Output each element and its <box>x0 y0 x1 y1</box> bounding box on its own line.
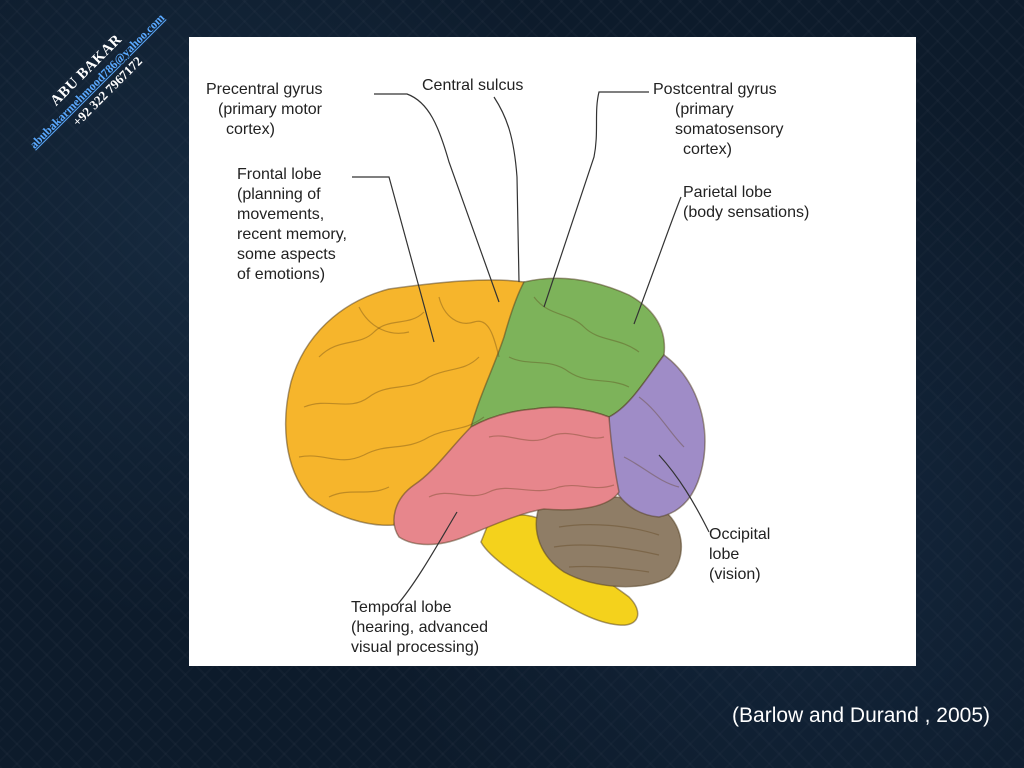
label-parietal-line-1: Parietal lobe <box>683 183 809 203</box>
label-occipital-line-1: Occipital <box>709 525 770 545</box>
leader-precentral <box>374 94 499 302</box>
label-central-sulcus-line-1: Central sulcus <box>422 76 523 96</box>
label-frontal-line-1: Frontal lobe <box>237 165 347 185</box>
label-frontal-line-6: of emotions) <box>237 265 347 285</box>
leader-central-sulcus <box>494 97 519 282</box>
watermark-phone: +92 322 7967172 <box>21 5 194 178</box>
label-temporal-line-2: (hearing, advanced <box>351 618 488 638</box>
label-parietal-lobe: Parietal lobe (body sensations) <box>683 183 809 223</box>
label-postcentral-line-4: cortex) <box>653 140 784 160</box>
label-postcentral-line-1: Postcentral gyrus <box>653 80 784 100</box>
label-temporal-line-3: visual processing) <box>351 638 488 658</box>
label-postcentral-gyrus: Postcentral gyrus (primary somatosensory… <box>653 80 784 160</box>
author-watermark: ABU BAKAR abubakarmehmood786@yahoo.com +… <box>0 0 195 179</box>
label-occipital-line-2: lobe <box>709 545 770 565</box>
label-temporal-lobe: Temporal lobe (hearing, advanced visual … <box>351 598 488 658</box>
label-precentral-line-2: (primary motor <box>206 100 323 120</box>
label-occipital-line-3: (vision) <box>709 565 770 585</box>
brain-lobes-figure: Precentral gyrus (primary motor cortex) … <box>189 37 916 666</box>
label-postcentral-line-2: (primary <box>653 100 784 120</box>
label-precentral-gyrus: Precentral gyrus (primary motor cortex) <box>206 80 323 140</box>
citation: (Barlow and Durand , 2005) <box>732 704 990 728</box>
leader-parietal <box>634 197 681 324</box>
label-central-sulcus: Central sulcus <box>422 76 523 96</box>
label-parietal-line-2: (body sensations) <box>683 203 809 223</box>
label-frontal-line-3: movements, <box>237 205 347 225</box>
watermark-email-link[interactable]: abubakarmehmood786@yahoo.com <box>12 0 184 168</box>
label-temporal-line-1: Temporal lobe <box>351 598 488 618</box>
label-postcentral-line-3: somatosensory <box>653 120 784 140</box>
leader-postcentral <box>544 92 649 307</box>
label-frontal-line-4: recent memory, <box>237 225 347 245</box>
label-frontal-line-2: (planning of <box>237 185 347 205</box>
label-precentral-line-1: Precentral gyrus <box>206 80 323 100</box>
label-occipital-lobe: Occipital lobe (vision) <box>709 525 770 585</box>
label-precentral-line-3: cortex) <box>206 120 323 140</box>
label-frontal-lobe: Frontal lobe (planning of movements, rec… <box>237 165 347 285</box>
label-frontal-line-5: some aspects <box>237 245 347 265</box>
